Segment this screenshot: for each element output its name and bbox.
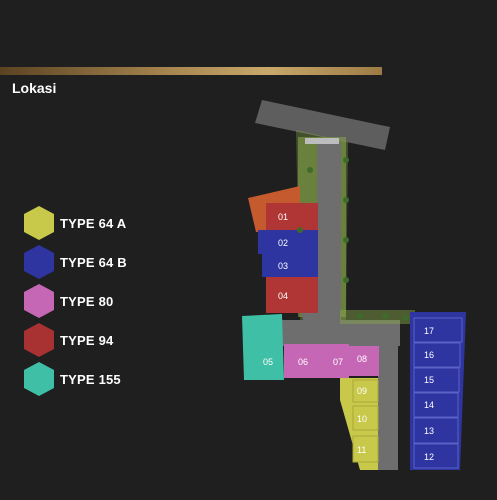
- hexagon-icon: [24, 284, 54, 318]
- lot-07[interactable]: [316, 344, 349, 378]
- lot-label: 04: [278, 291, 288, 301]
- section-title: Lokasi: [12, 80, 57, 96]
- lot-label: 06: [298, 357, 308, 367]
- legend-label: TYPE 80: [60, 294, 114, 309]
- hexagon-icon: [24, 245, 54, 279]
- lot-01[interactable]: [266, 203, 318, 230]
- lot-label: 02: [278, 238, 288, 248]
- lot-label: 14: [424, 400, 434, 410]
- lot-label: 17: [424, 326, 434, 336]
- lot-label: 09: [357, 386, 367, 396]
- lot-15[interactable]: [413, 367, 460, 393]
- lot-16[interactable]: [413, 342, 461, 368]
- lot-08[interactable]: [349, 346, 379, 376]
- legend-label: TYPE 155: [60, 372, 121, 387]
- lot-label: 08: [357, 354, 367, 364]
- lot-label: 12: [424, 452, 434, 462]
- lot-label: 01: [278, 212, 288, 222]
- lot-06[interactable]: [284, 344, 316, 378]
- legend-item-type-80: TYPE 80: [22, 283, 222, 323]
- lot-09[interactable]: [352, 379, 379, 403]
- lot-11[interactable]: [352, 435, 379, 463]
- legend-item-type-94: TYPE 94: [22, 322, 222, 362]
- legend-label: TYPE 64 A: [60, 216, 127, 231]
- lot-label: 10: [357, 414, 367, 424]
- lot-14[interactable]: [413, 392, 459, 418]
- header-divider: [0, 67, 382, 75]
- lot-label: 03: [278, 261, 288, 271]
- hexagon-icon: [24, 362, 54, 396]
- lot-12[interactable]: [413, 443, 459, 469]
- legend-label: TYPE 94: [60, 333, 114, 348]
- crosswalk: [305, 138, 339, 144]
- lot-03[interactable]: [262, 254, 318, 277]
- lot-04[interactable]: [266, 277, 318, 313]
- legend-item-type-64b: TYPE 64 B: [22, 244, 222, 284]
- lot-label: 05: [263, 357, 273, 367]
- internal-road-horizontal: [280, 320, 400, 346]
- lot-label: 15: [424, 375, 434, 385]
- hexagon-icon: [24, 206, 54, 240]
- legend-item-type-64a: TYPE 64 A: [22, 205, 222, 245]
- hexagon-icon: [24, 323, 54, 357]
- lot-label: 13: [424, 426, 434, 436]
- lot-17[interactable]: [413, 317, 463, 343]
- internal-road: [317, 142, 341, 327]
- lot-label: 16: [424, 350, 434, 360]
- tree-icons: [297, 157, 408, 321]
- main-road: [255, 100, 390, 150]
- lot-10[interactable]: [352, 405, 379, 431]
- lot-05[interactable]: [242, 314, 284, 380]
- legend-label: TYPE 64 B: [60, 255, 127, 270]
- legend-item-type-155: TYPE 155: [22, 361, 222, 401]
- lot-13[interactable]: [413, 417, 459, 444]
- lot-02[interactable]: [258, 230, 318, 254]
- lot-label: 07: [333, 357, 343, 367]
- lot-label: 11: [357, 445, 366, 455]
